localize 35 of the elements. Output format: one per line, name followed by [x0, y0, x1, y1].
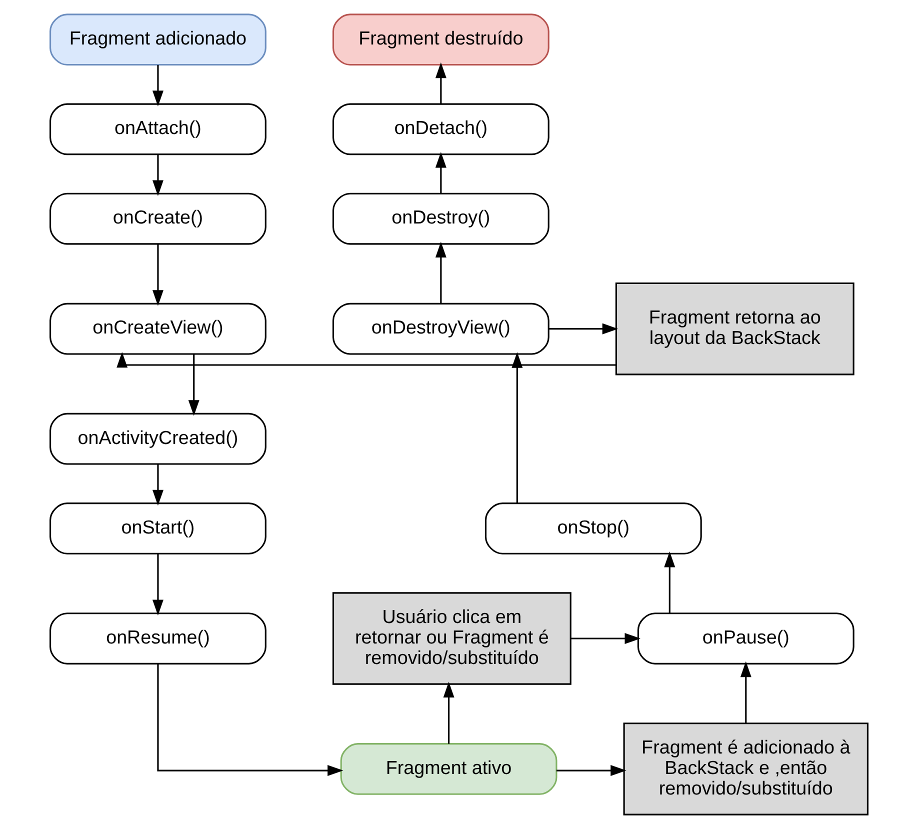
node-box: Fragment destruído	[332, 14, 550, 66]
node-box: onCreateView()	[50, 302, 266, 355]
node-box: Fragment é adicionado à BackStack e ,então removido/substituído	[623, 722, 868, 816]
arrow	[548, 323, 618, 334]
node-box: onDetach()	[332, 103, 550, 156]
arrow	[435, 242, 446, 304]
arrow	[152, 154, 164, 196]
node-box: onResume()	[50, 612, 266, 664]
arrow	[435, 62, 446, 104]
arrow	[740, 661, 752, 724]
arrow	[116, 352, 616, 368]
node-box: onStop()	[484, 502, 702, 554]
node-box: onDestroyView()	[332, 302, 550, 355]
node-box: onActivityCreated()	[50, 412, 266, 465]
arrow	[152, 464, 164, 506]
arrow	[664, 551, 676, 613]
arrow	[188, 354, 200, 416]
node-box: Fragment adicionado	[50, 14, 266, 66]
node-box: Fragment retorna ao layout da BackStack	[615, 282, 854, 376]
arrow	[152, 65, 164, 106]
arrow	[570, 633, 640, 644]
node-box: onDestroy()	[332, 192, 550, 245]
node-box: Usuário clica em retornar ou Fragment é removido/substituído	[332, 592, 572, 685]
arrow	[152, 554, 164, 616]
node-box: onAttach()	[50, 103, 266, 156]
arrow	[556, 765, 626, 776]
node-box: onPause()	[637, 612, 854, 664]
node-box: onStart()	[50, 502, 266, 554]
arrow	[443, 682, 454, 744]
arrow	[152, 244, 164, 306]
node-box: onCreate()	[50, 192, 266, 245]
arrow	[435, 152, 446, 194]
arrow	[512, 352, 523, 504]
node-box: Fragment ativo	[340, 743, 558, 795]
arrow	[157, 664, 344, 776]
